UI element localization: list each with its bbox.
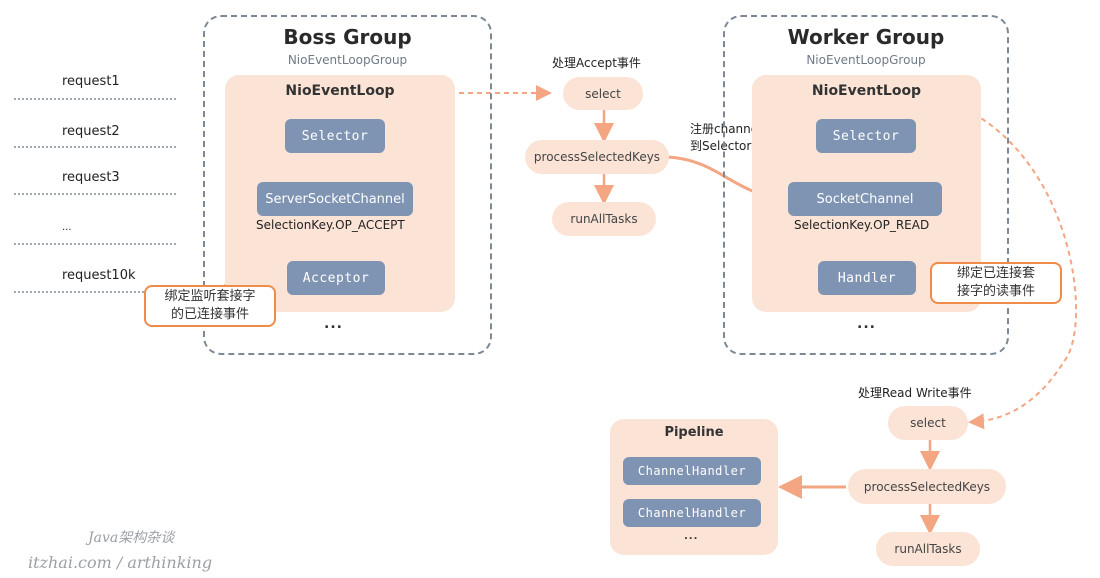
register-label-line: 注册channel [690, 122, 762, 136]
pipeline-more: ... [684, 531, 699, 542]
worker-selector: Selector [816, 119, 916, 153]
request-label: ... [62, 222, 72, 233]
boss-callout: 绑定监听套接字 的已连接事件 [144, 285, 276, 327]
worker-group: Worker Group NioEventLoopGroup [723, 15, 1009, 355]
rw-run-all-tasks: runAllTasks [876, 532, 980, 566]
rw-flow-label: 处理Read Write事件 [858, 386, 972, 400]
socket-channel: SocketChannel [788, 182, 942, 216]
worker-more: ... [857, 316, 876, 332]
watermark-line2: itzhai.com / arthinking [28, 553, 213, 572]
worker-callout: 绑定已连接套 接字的读事件 [930, 262, 1062, 304]
handler: Handler [818, 261, 916, 295]
boss-selection-key: SelectionKey.OP_ACCEPT [256, 218, 405, 232]
accept-select: select [563, 77, 643, 110]
worker-selection-key: SelectionKey.OP_READ [794, 218, 930, 232]
boss-group: Boss Group NioEventLoopGroup [203, 15, 492, 355]
request-line [14, 193, 176, 195]
worker-group-title: Worker Group [787, 25, 945, 49]
boss-loop-title: NioEventLoop [285, 83, 395, 99]
request-label: request3 [62, 170, 120, 185]
boss-group-title: Boss Group [283, 25, 412, 49]
request-label: request1 [62, 74, 120, 89]
accept-process-selected-keys: processSelectedKeys [525, 140, 669, 174]
boss-more: ... [324, 316, 343, 332]
request-line [14, 243, 176, 245]
boss-group-subtitle: NioEventLoopGroup [287, 53, 408, 67]
worker-loop-title: NioEventLoop [811, 83, 922, 99]
worker-callout-line: 绑定已连接套 [956, 266, 1035, 281]
request-label: request10k [62, 268, 136, 283]
register-label-line: 到Selector [690, 139, 752, 153]
server-socket-channel: ServerSocketChannel [257, 182, 413, 216]
pipeline-channel-handler: ChannelHandler [623, 457, 761, 485]
boss-selector: Selector [285, 119, 385, 153]
boss-callout-line: 绑定监听套接字 [164, 289, 256, 304]
request-line [14, 98, 176, 100]
arrow-loop-to-rw-select [914, 91, 1078, 430]
pipeline-title: Pipeline [664, 425, 724, 440]
rw-select: select [888, 406, 968, 440]
pipeline-channel-handler: ChannelHandler [623, 499, 761, 527]
worker-callout-line: 接字的读事件 [956, 284, 1035, 299]
register-channel-label: 注册channel 到Selector [690, 121, 762, 155]
acceptor: Acceptor [287, 261, 385, 295]
request-line [14, 146, 176, 148]
boss-callout-line: 的已连接事件 [170, 307, 249, 322]
watermark-line1: Java架构杂谈 [88, 530, 175, 546]
request-line [14, 291, 144, 293]
accept-flow-label: 处理Accept事件 [552, 56, 641, 70]
worker-group-subtitle: NioEventLoopGroup [806, 53, 926, 67]
request-label: request2 [62, 124, 120, 139]
rw-process-selected-keys: processSelectedKeys [848, 469, 1006, 504]
pipeline: Pipeline [610, 419, 778, 555]
accept-run-all-tasks: runAllTasks [552, 202, 656, 236]
